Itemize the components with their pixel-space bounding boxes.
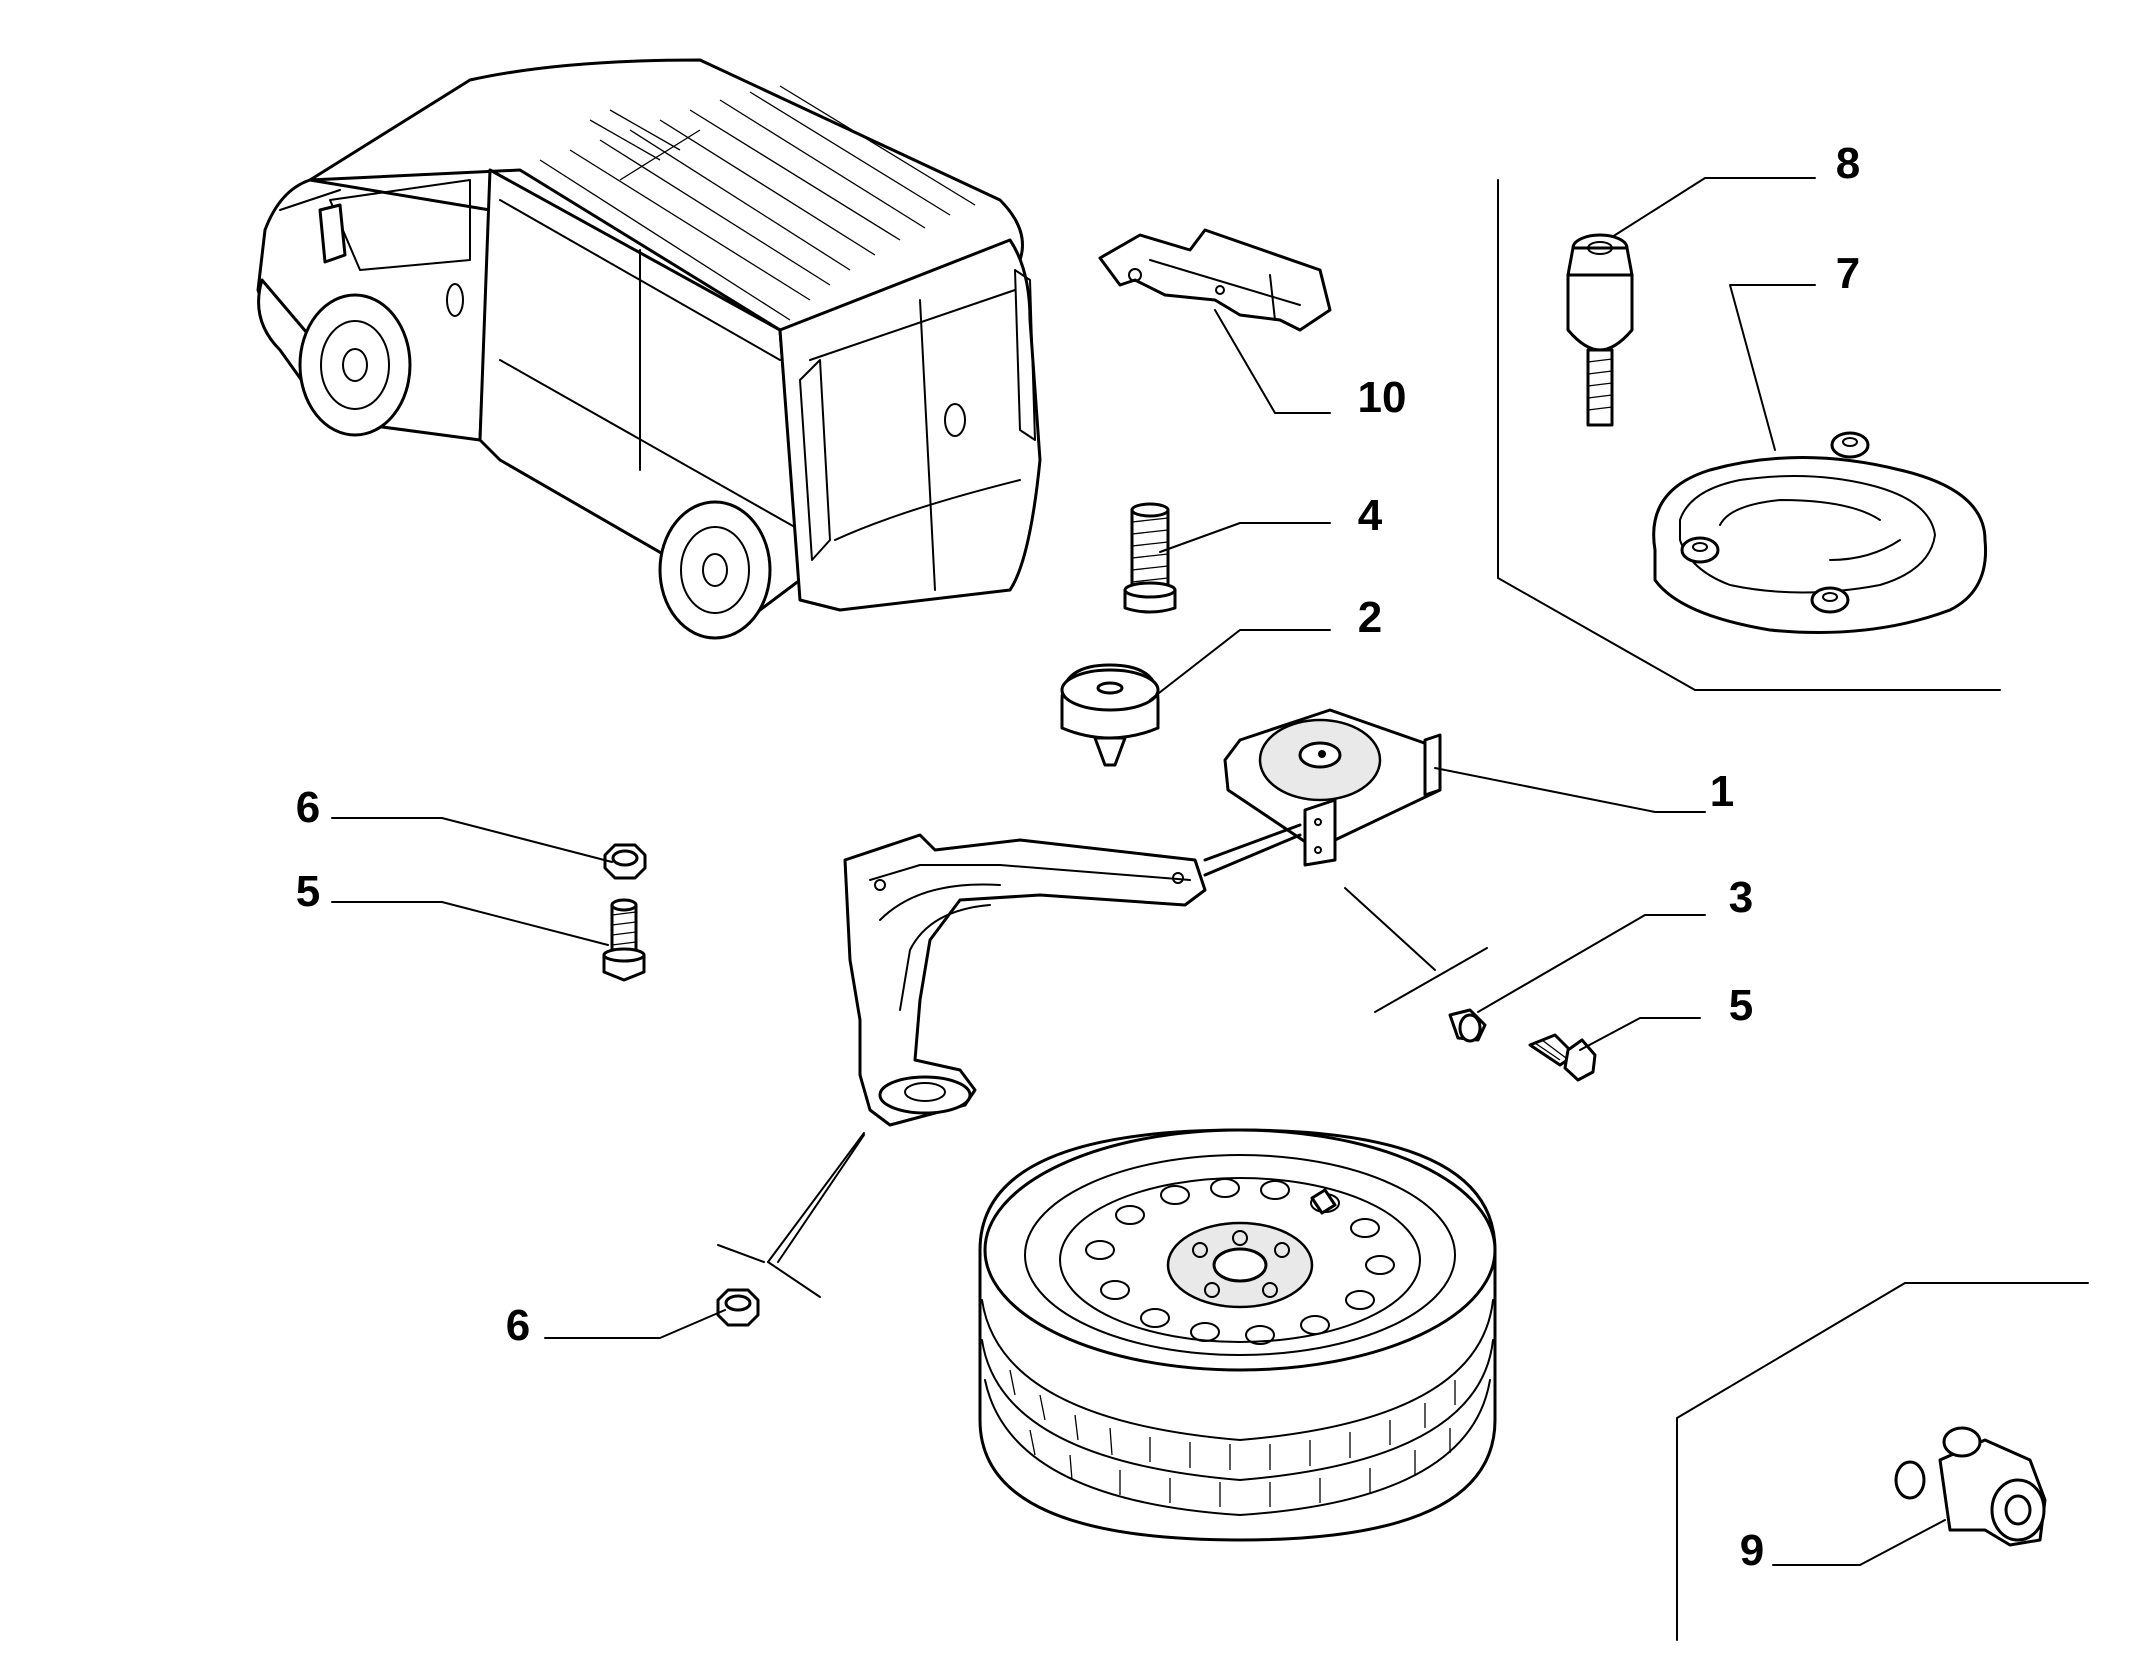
- part-5-screw-right: [1528, 1033, 1597, 1082]
- part-6-nut-lower: [716, 1288, 760, 1327]
- part-9-tee-fitting: [1894, 1426, 2047, 1547]
- callout-labels: 1 2 3 4 5 5 6 6 7 8 9 10: [296, 139, 1860, 1575]
- van-front-wheel: [298, 293, 412, 437]
- part-2-rubber-stop: [1060, 663, 1160, 767]
- callout-2: 2: [1358, 593, 1382, 642]
- callout-5-left: 5: [296, 867, 320, 916]
- callout-9: 9: [1740, 1526, 1764, 1575]
- van-rear-wheel: [658, 500, 772, 640]
- callout-1: 1: [1710, 767, 1734, 816]
- callout-4: 4: [1358, 491, 1383, 540]
- part-4-bolt: [1123, 502, 1177, 614]
- callout-6-lower: 6: [506, 1301, 530, 1350]
- spare-wheel: [978, 1128, 1497, 1542]
- part-10-bracket: [1098, 228, 1332, 332]
- callout-6-upper: 6: [296, 783, 320, 832]
- leader-lines: [331, 177, 1946, 1566]
- part-5-bolt-left: [602, 898, 646, 982]
- van-illustration: [256, 58, 1042, 640]
- callout-5-right: 5: [1729, 981, 1753, 1030]
- part-1-spare-wheel-winch: [843, 708, 1442, 1127]
- part-6-nut-upper: [603, 843, 647, 880]
- callout-7: 7: [1836, 249, 1860, 298]
- callout-3: 3: [1729, 873, 1753, 922]
- part-8-locking-bolt: [1566, 233, 1634, 427]
- callout-10: 10: [1358, 373, 1407, 422]
- part-3-rivet: [1448, 1008, 1487, 1043]
- section-frame-lines: [717, 179, 2089, 1641]
- callout-8: 8: [1836, 139, 1860, 188]
- part-7-cover-plate: [1652, 431, 1988, 634]
